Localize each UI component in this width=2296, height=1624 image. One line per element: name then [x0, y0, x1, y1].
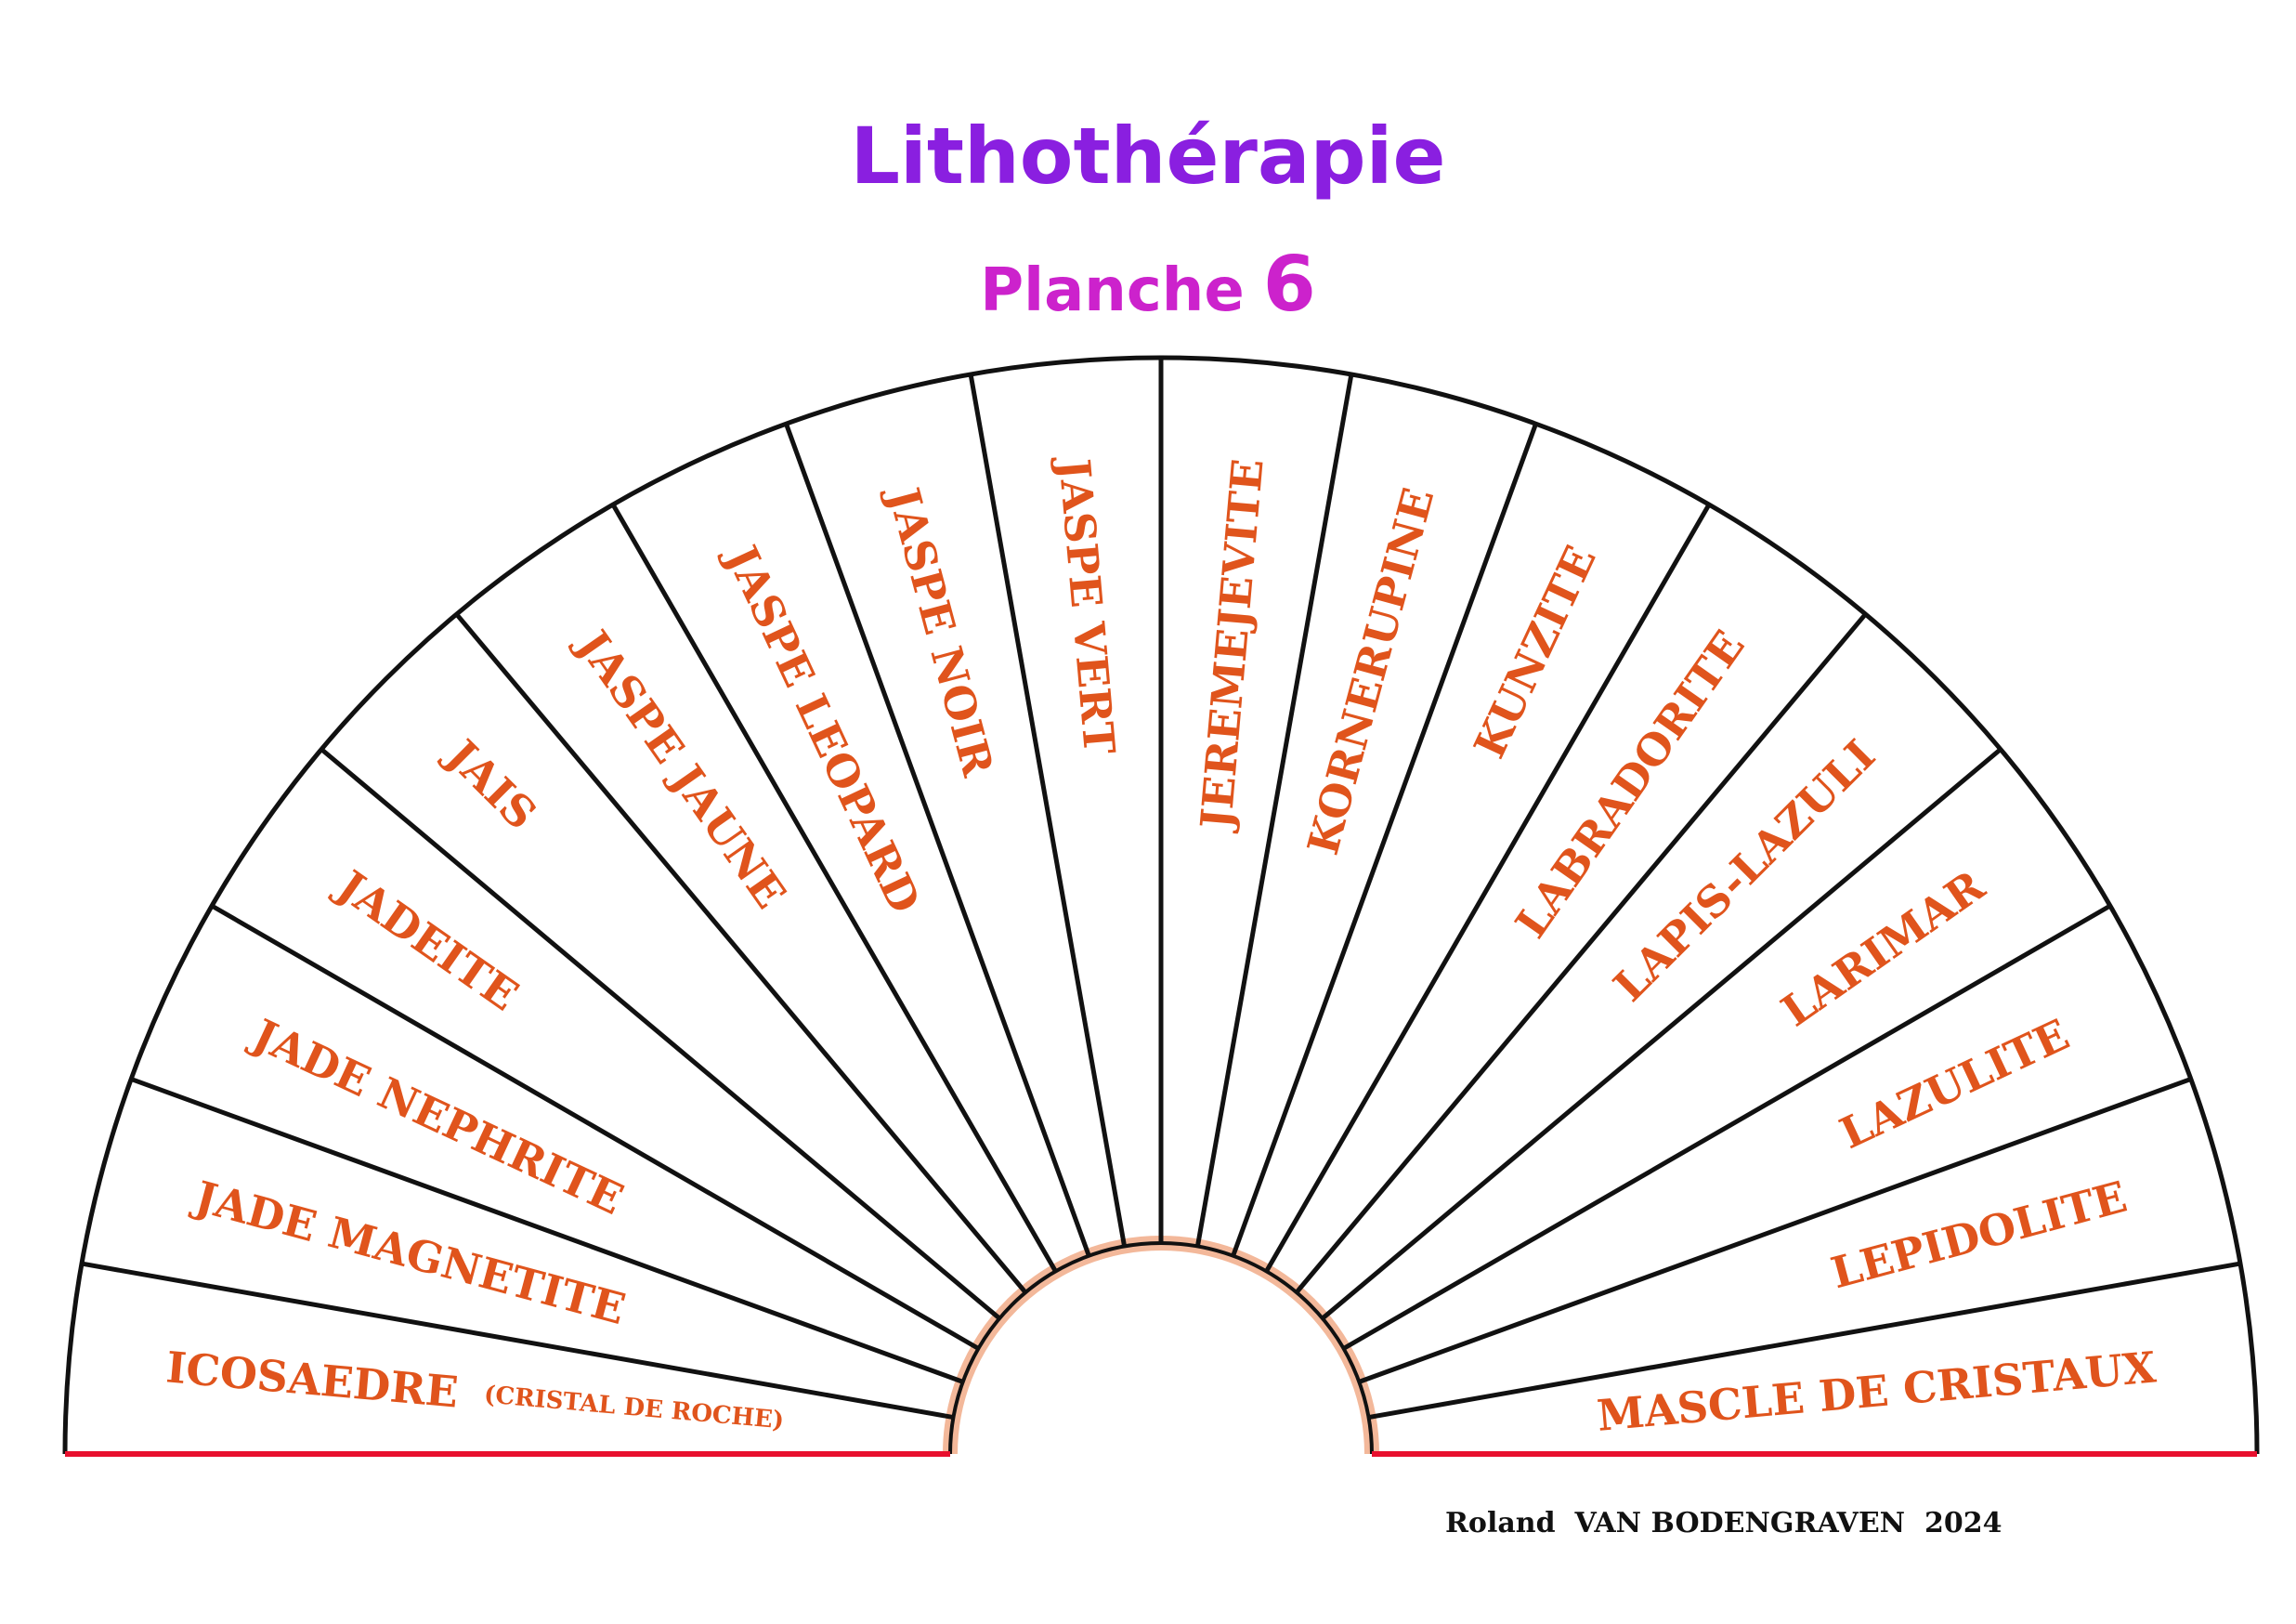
fan-divider	[210, 903, 980, 1351]
fan-lines	[62, 355, 2260, 1457]
sector-label: KUNZITE	[1464, 538, 1605, 766]
sector-label-text: JAIS	[435, 727, 546, 839]
sector-label-text: LARIMAR	[1772, 860, 1994, 1037]
sector-label: LEPIDOLITE	[1826, 1172, 2132, 1299]
sector-label: KORNERUPINE	[1298, 483, 1443, 860]
fan-divider	[1321, 747, 2002, 1321]
fan-divider	[1358, 1077, 2192, 1384]
fan-divider	[610, 503, 1058, 1273]
fan-divider	[968, 373, 1128, 1247]
fan-divider	[1264, 503, 1712, 1273]
sector-label: LARIMAR	[1772, 860, 1994, 1037]
sector-label: JADEITE	[326, 858, 528, 1021]
fan-divider	[454, 612, 1028, 1294]
fan-divider	[1294, 612, 1868, 1294]
sector-label: ICOSAEDRE (CRISTAL DE ROCHE)	[164, 1342, 787, 1446]
sector-label-text: LEPIDOLITE	[1826, 1172, 2132, 1299]
page-title: Lithothérapie	[850, 111, 1446, 202]
fan-divider	[1342, 903, 2112, 1351]
fan-divider	[81, 1261, 954, 1421]
fan-divider	[320, 747, 1001, 1321]
subtitle-number: 6	[1262, 241, 1316, 329]
sector-label: JASPE VERT	[1049, 453, 1125, 756]
fan-divider	[130, 1077, 964, 1384]
fan-divider	[1368, 1261, 2241, 1421]
sector-label: MASCLE DE CRISTAUX	[1595, 1342, 2158, 1440]
sector-label-text: KUNZITE	[1464, 538, 1605, 766]
fan-divider	[1231, 423, 1538, 1257]
sector-label: JASPE NOIR	[878, 479, 1004, 782]
inner-arc	[948, 1241, 1374, 1455]
sector-label-text: JEREMEJEVITE	[1191, 457, 1273, 835]
sector-label-text: KORNERUPINE	[1298, 483, 1443, 860]
sector-label-note: (CRISTAL DE ROCHE)	[483, 1381, 785, 1434]
sector-label-text: JADEITE	[326, 858, 528, 1021]
sector-label-text: JASPE JAUNE	[566, 619, 796, 918]
sector-label-text: JASPE NOIR	[878, 479, 1004, 782]
sector-label-text: JASPE VERT	[1049, 453, 1125, 756]
fan-divider	[784, 423, 1091, 1257]
sector-label: JAIS	[435, 727, 546, 839]
fan-divider	[1194, 373, 1354, 1247]
author-credit: Roland VAN BODENGRAVEN 2024	[1445, 1507, 2002, 1539]
sector-label: JASPE JAUNE	[566, 619, 796, 918]
sector-label-text: MASCLE DE CRISTAUX	[1595, 1342, 2158, 1440]
sector-label-text: ICOSAEDRE	[164, 1342, 461, 1417]
sector-label: JEREMEJEVITE	[1191, 457, 1273, 835]
subtitle-word: Planche	[980, 256, 1245, 325]
